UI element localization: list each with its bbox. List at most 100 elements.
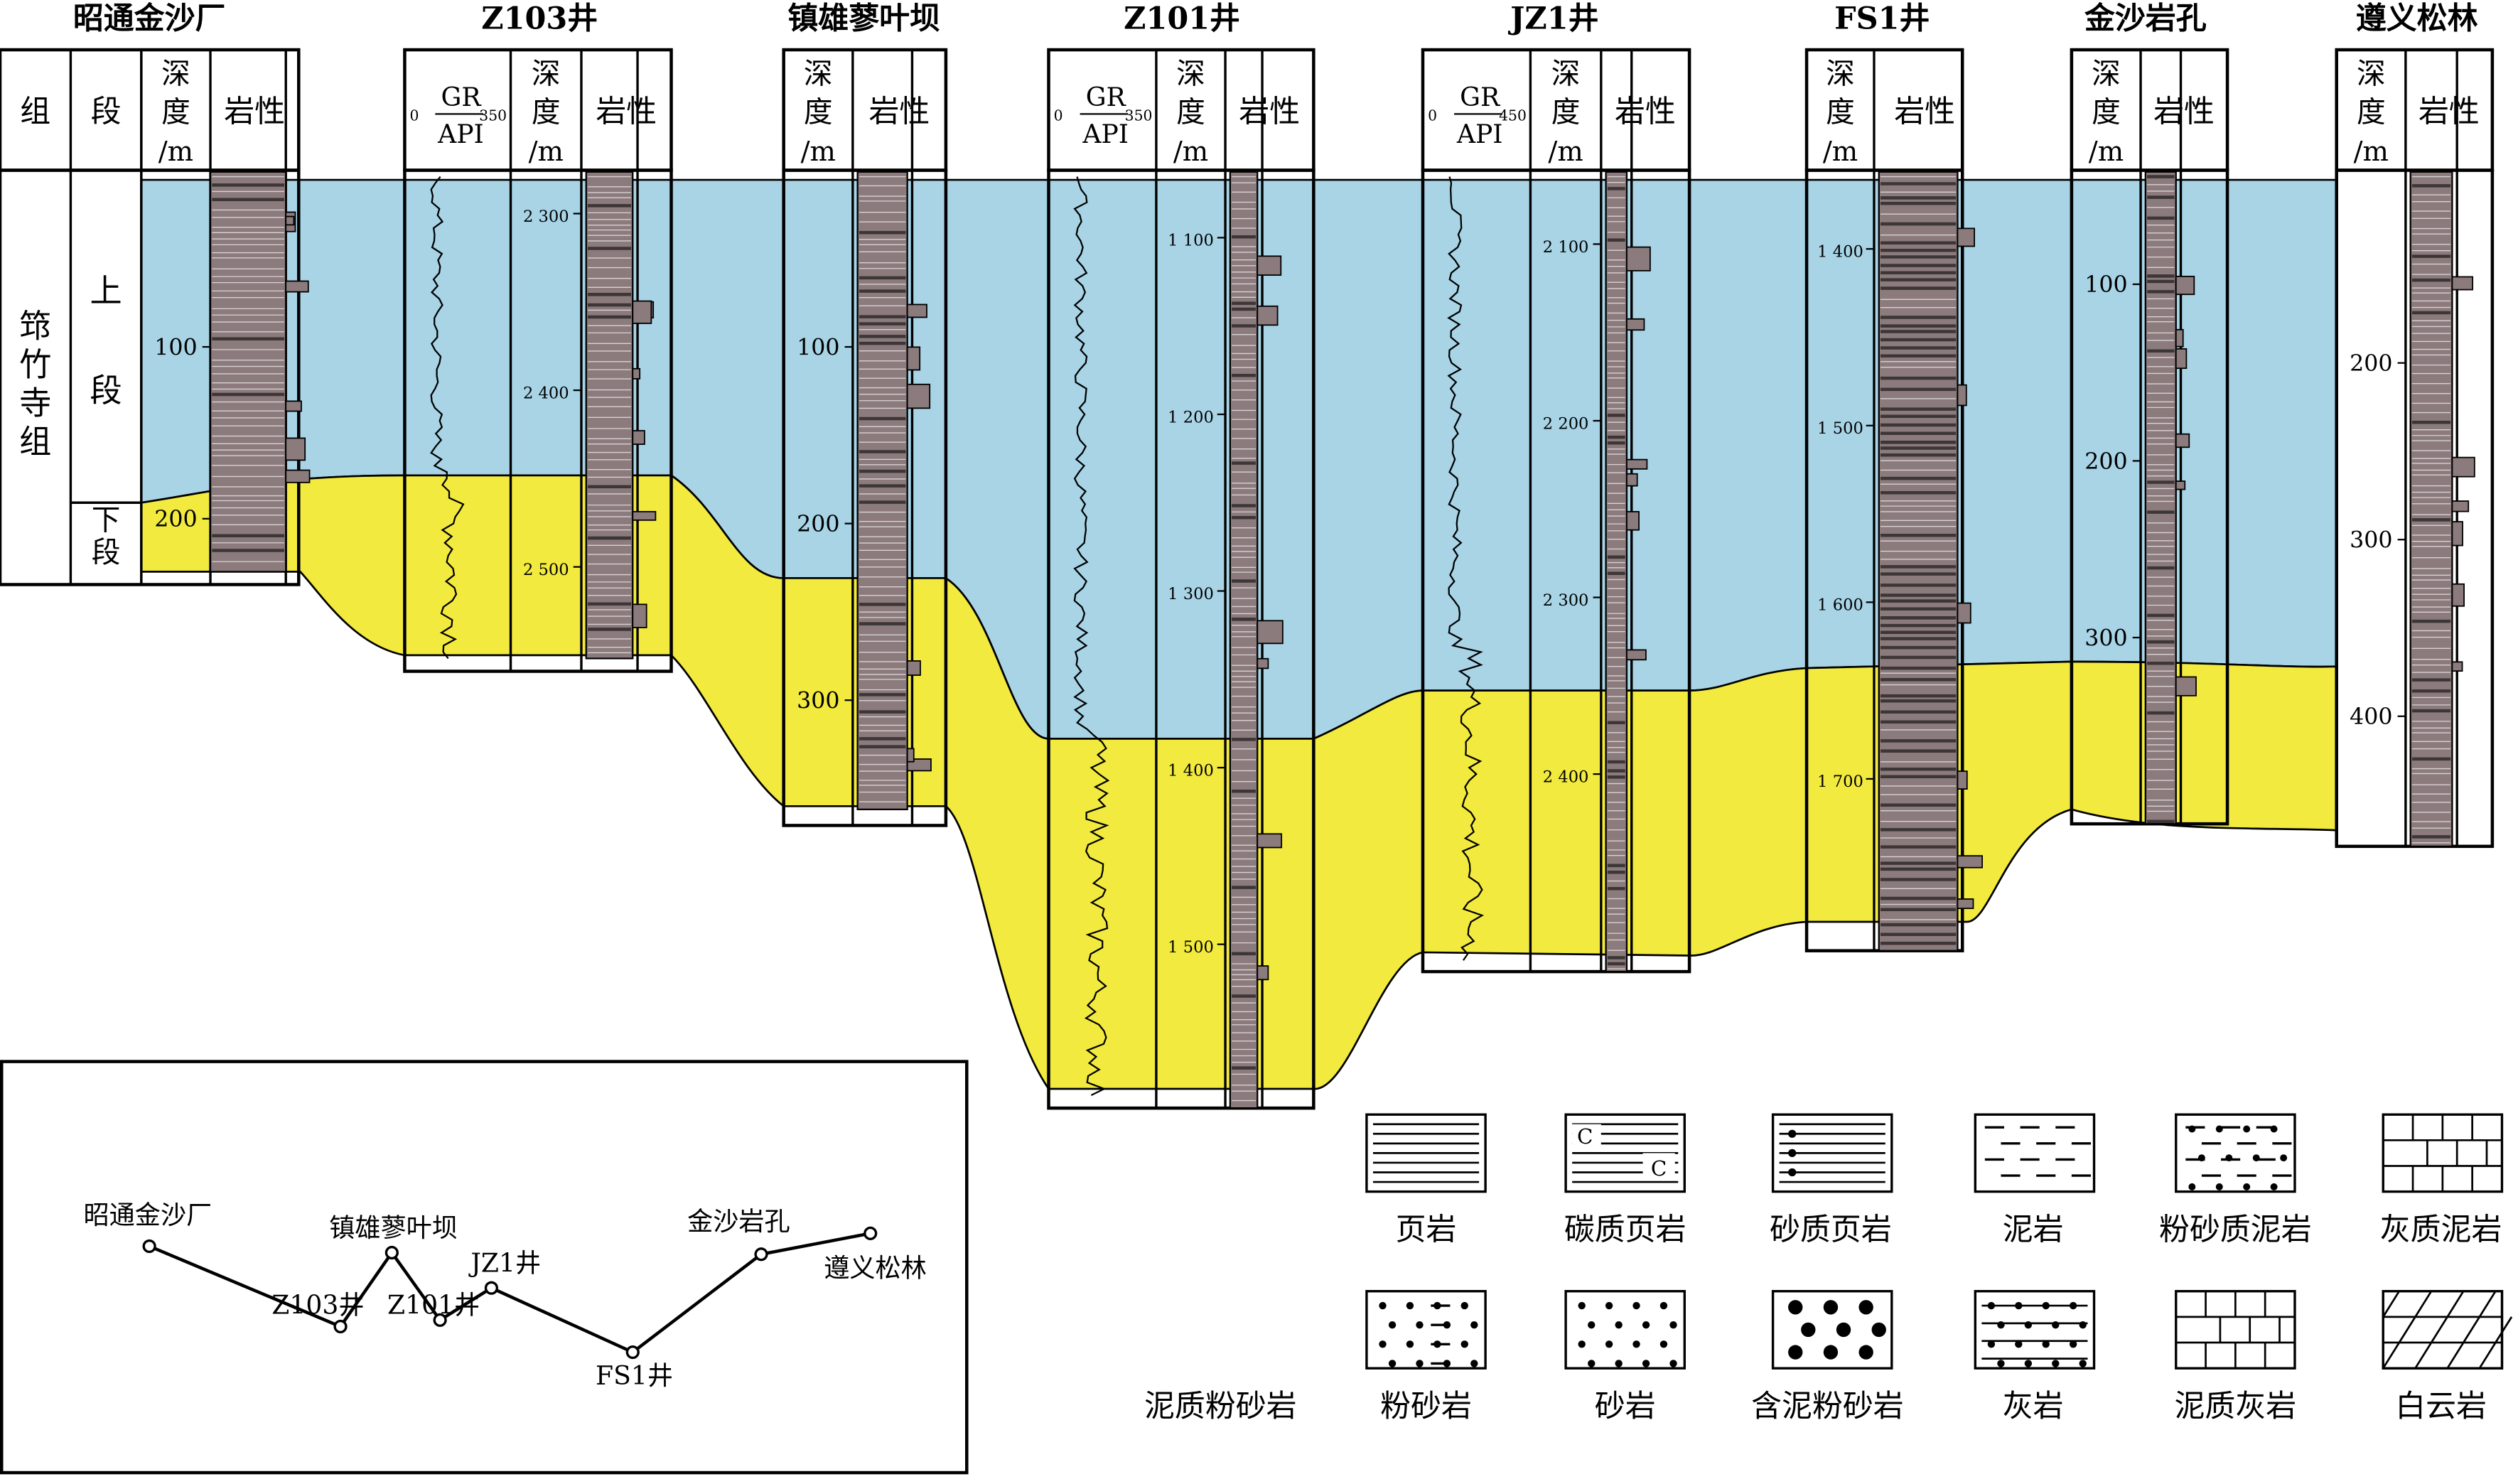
legend-label: 砂质页岩 [1770,1212,1892,1247]
depth-tick-label: 200 [797,512,839,537]
depth-tick-label: 1 300 [1168,585,1214,603]
depth-tick-label: 2 200 [1543,414,1589,433]
map-label: FS1井 [596,1360,673,1391]
depth-header-unit: /m [801,136,836,168]
well-name: 昭通金沙厂 [73,1,226,37]
well-location-marker [754,1247,768,1262]
depth-header: 度 [1176,95,1205,129]
depth-header: 深 [2357,56,2386,90]
depth-tick-label: 1 600 [1817,596,1863,615]
map-label: 遵义松林 [824,1252,927,1283]
depth-tick-label: 100 [797,335,839,360]
gr-header-bottom: API [1082,119,1129,149]
formation-columns: 组段筇竹寺组上段下段 [19,95,141,569]
lithology-header: 岩性 [2153,95,2215,130]
depth-header: 深 [161,56,190,90]
segment-header: 段 [91,95,122,130]
gr-scale-max: 350 [1125,107,1153,124]
well-body [0,168,301,586]
depth-header: 度 [1826,95,1855,129]
depth-tick-label: 2 300 [1543,591,1589,610]
legend-label: 灰质泥岩 [2380,1212,2502,1247]
legend-label: 砂岩 [1595,1389,1656,1424]
depth-header-unit: /m [2354,136,2389,168]
depth-header: 深 [1176,56,1205,90]
well-body [403,168,673,673]
legend-label: 含泥粉砂岩 [1751,1389,1904,1424]
legend-carbon-mark: C [1577,1124,1593,1149]
well-location-marker [484,1281,499,1295]
upper-segment-char: 段 [90,372,122,409]
legend-label: 泥岩 [2003,1212,2064,1247]
gr-header-bottom: API [437,119,484,149]
legend-carbon-mark: C [1651,1156,1667,1181]
depth-header: 度 [2357,95,2386,129]
well-location-marker [384,1245,399,1260]
well-name: 镇雄蓼叶坝 [787,1,940,37]
lithology-header: 岩性 [1615,95,1676,130]
depth-tick-label: 2 500 [523,561,569,579]
depth-tick-label: 1 500 [1168,938,1214,957]
depth-tick-label: 2 400 [1543,768,1589,786]
legend-swatch [1564,1290,1686,1370]
upper-segment-char: 上 [90,272,122,310]
lithology-column [209,171,287,573]
well-location-marker [142,1239,156,1254]
map-frame [0,1060,969,1475]
legend-swatch [1974,1113,2096,1193]
depth-tick-label: 300 [797,688,839,714]
depth-header-unit: /m [158,136,193,168]
well-header [782,48,948,172]
gr-scale-max: 450 [1499,107,1527,124]
well-header [2070,48,2229,172]
well-name: 金沙岩孔 [2084,1,2207,37]
lithology-header: 岩性 [868,95,930,130]
depth-header: 深 [2092,56,2121,90]
depth-tick-label: 200 [2350,351,2392,377]
map-label: Z101井 [387,1289,480,1320]
legend-swatch [2382,1290,2504,1370]
lithology-header: 岩性 [596,95,657,130]
well-location-marker [863,1226,878,1240]
formation-name-char: 筇 [19,308,51,345]
depth-header-unit: /m [1173,136,1208,168]
well-header [403,48,673,172]
well-location-marker [433,1313,447,1327]
depth-tick-label: 300 [2350,528,2392,554]
depth-header: 深 [532,56,561,90]
legend-label: 粉砂质泥岩 [2159,1212,2312,1247]
lithology-column [1605,171,1628,973]
lithology-header: 岩性 [1894,95,1955,130]
well-header [1804,48,1964,172]
lithology-header: 岩性 [2419,95,2480,130]
depth-header-unit: /m [2089,136,2124,168]
gr-scale-min: 0 [1428,107,1437,124]
gr-curve [430,176,465,660]
depth-tick-label: 400 [2350,704,2392,730]
formation-name-char: 寺 [19,385,51,422]
depth-tick-label: 2 100 [1543,238,1589,257]
well-header [1047,48,1316,172]
gr-curve [1073,176,1110,1097]
well-body [1047,168,1316,1110]
well-route-line [149,1232,871,1355]
depth-header-unit: /m [1823,136,1858,168]
map-label: 昭通金沙厂 [84,1200,212,1230]
map-label: 镇雄蓼叶坝 [329,1213,458,1243]
map-label: 金沙岩孔 [687,1206,790,1237]
depth-tick-label: 300 [2084,625,2127,651]
depth-tick-label: 100 [154,335,197,360]
depth-header: 深 [804,56,833,90]
gr-header-top: GR [441,82,482,112]
well-name: Z101井 [1124,1,1240,37]
formation-name-char: 竹 [19,346,51,384]
depth-header-unit: /m [529,136,564,168]
depth-tick-label: 1 200 [1168,408,1214,426]
